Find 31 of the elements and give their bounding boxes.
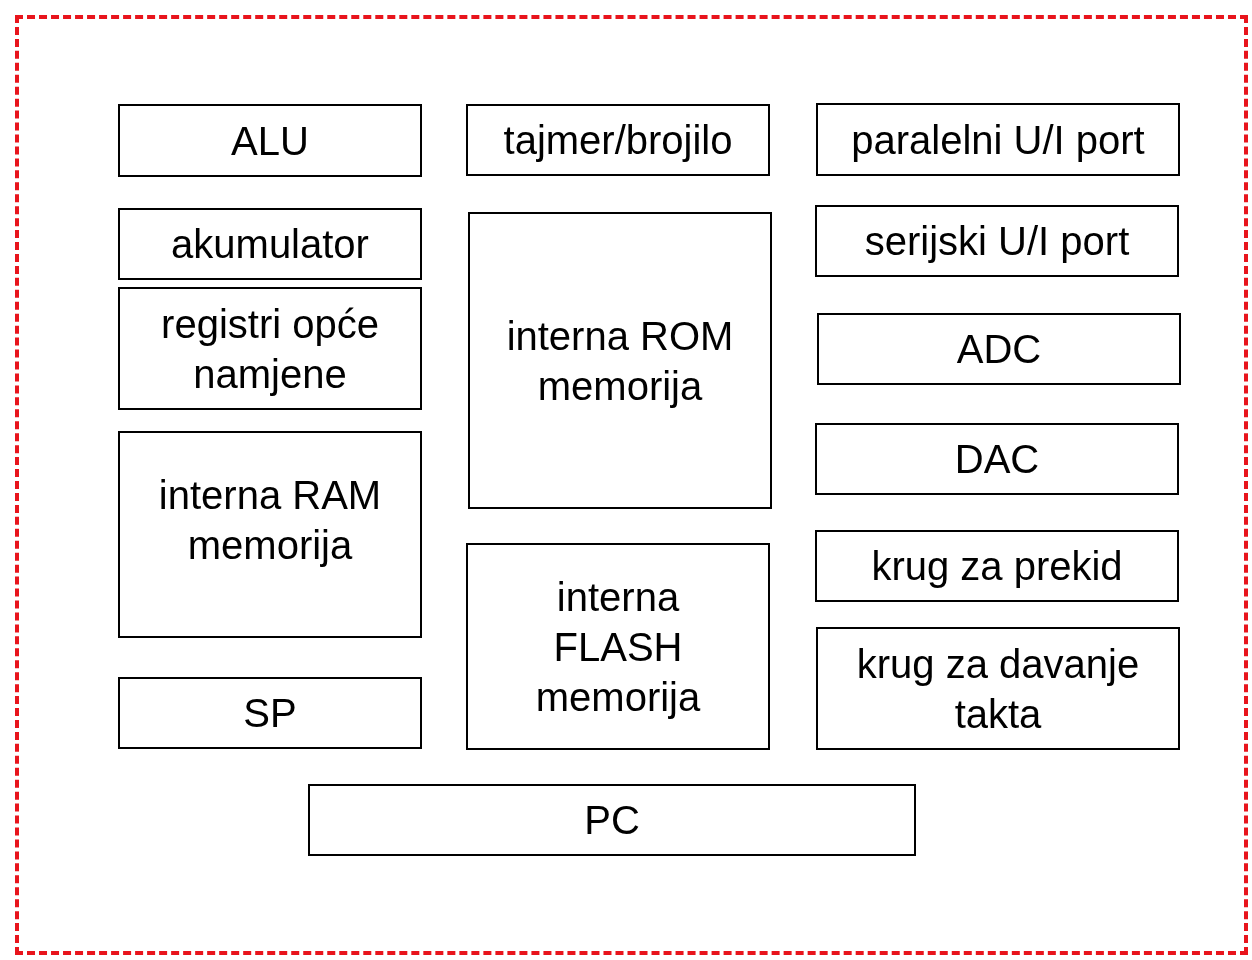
component-label: ADC [956,326,1042,373]
component-box [816,627,1180,750]
dashed-boundary [15,15,1248,955]
component-label: interna ROM memorija [505,312,735,410]
component-label: akumulator [171,221,369,268]
component-box [815,530,1179,602]
component-label: ALU [231,117,309,165]
component-label: interna RAM memorija [157,471,383,569]
component-box [816,103,1180,176]
component-label: interna FLASH memorija [534,573,702,721]
component-label: serijski U/I port [864,218,1130,265]
component-label: krug za davanje takta [855,640,1141,738]
component-box [118,287,422,410]
component-label: paralelni U/I port [851,116,1145,164]
component-label: SP [243,690,297,737]
component-box [308,784,916,856]
component-box [817,313,1181,385]
component-label: tajmer/brojilo [503,117,733,164]
component-box [815,205,1179,277]
component-box [466,104,770,176]
component-label: PC [584,797,640,844]
component-label: krug za prekid [871,543,1123,590]
component-box [815,423,1179,495]
component-label: registri opće namjene [160,300,380,398]
component-box [118,677,422,749]
component-label: DAC [954,436,1040,483]
component-box [118,431,422,638]
component-box [468,212,772,509]
component-box [118,208,422,280]
component-box [466,543,770,750]
component-box [118,104,422,177]
